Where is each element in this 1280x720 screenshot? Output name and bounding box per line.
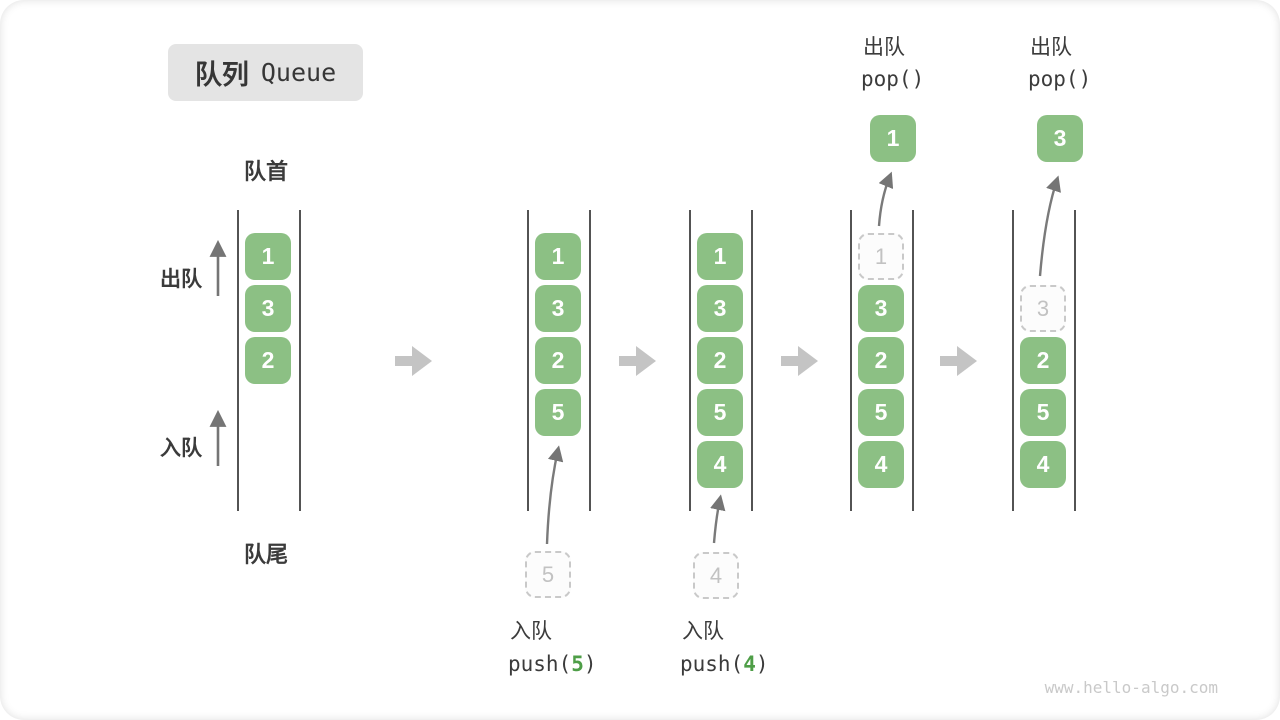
q3-op-code: push(4) bbox=[680, 652, 769, 676]
q2-op-label: 入队 bbox=[510, 620, 552, 643]
title-badge: 队列 Queue bbox=[168, 44, 363, 101]
enqueue-4-arrow-icon bbox=[710, 494, 726, 544]
watermark: www.hello-algo.com bbox=[1044, 678, 1218, 697]
enqueue-5-arrow-icon bbox=[545, 445, 564, 545]
label-queue-rear: 队尾 bbox=[243, 542, 288, 567]
q2-item: 2 bbox=[535, 337, 581, 384]
code-arg: 5 bbox=[571, 652, 584, 676]
q4-item: 2 bbox=[858, 337, 904, 384]
q1-item: 1 bbox=[245, 233, 291, 280]
code-text: ) bbox=[755, 652, 769, 676]
q3-item: 3 bbox=[697, 285, 743, 332]
code-text: push( bbox=[680, 652, 744, 676]
q2-right-rail bbox=[589, 210, 591, 511]
q4-item: 3 bbox=[858, 285, 904, 332]
code-arg: 4 bbox=[743, 652, 756, 676]
step-arrow-icon bbox=[395, 346, 432, 376]
step-arrow-icon bbox=[781, 346, 818, 376]
q3-item: 4 bbox=[697, 441, 743, 488]
q5-removed-item: 3 bbox=[1020, 285, 1066, 332]
q4-op-label: 出队 bbox=[863, 36, 905, 59]
dequeue-3-arrow-icon bbox=[1038, 175, 1061, 277]
q2-item: 5 bbox=[535, 389, 581, 436]
q4-item: 5 bbox=[858, 389, 904, 436]
q4-op-code: pop() bbox=[861, 67, 925, 91]
code-text: push( bbox=[508, 652, 572, 676]
q2-item: 1 bbox=[535, 233, 581, 280]
code-text: ) bbox=[583, 652, 597, 676]
q2-incoming-item: 5 bbox=[525, 551, 571, 598]
label-enqueue: 入队 bbox=[160, 437, 202, 460]
title-zh: 队列 bbox=[194, 60, 249, 90]
q5-op-code: pop() bbox=[1028, 67, 1092, 91]
q2-item: 3 bbox=[535, 285, 581, 332]
q4-right-rail bbox=[912, 210, 914, 511]
q2-op-code: push(5) bbox=[508, 652, 597, 676]
q4-popped-item: 1 bbox=[870, 115, 916, 162]
q3-left-rail bbox=[689, 210, 691, 511]
q4-removed-item: 1 bbox=[858, 233, 904, 280]
q5-popped-item: 3 bbox=[1037, 115, 1083, 162]
q3-item: 5 bbox=[697, 389, 743, 436]
dequeue-1-arrow-icon bbox=[877, 171, 894, 227]
q3-item: 1 bbox=[697, 233, 743, 280]
q5-item: 4 bbox=[1020, 441, 1066, 488]
step-arrow-icon bbox=[940, 346, 977, 376]
q1-right-rail bbox=[299, 210, 301, 511]
q5-op-label: 出队 bbox=[1030, 36, 1072, 59]
step-arrow-icon bbox=[619, 346, 656, 376]
q5-item: 5 bbox=[1020, 389, 1066, 436]
label-dequeue: 出队 bbox=[160, 268, 202, 291]
q5-left-rail bbox=[1012, 210, 1014, 511]
q1-item: 2 bbox=[245, 337, 291, 384]
q4-item: 4 bbox=[858, 441, 904, 488]
q3-incoming-item: 4 bbox=[693, 552, 739, 599]
q5-right-rail bbox=[1074, 210, 1076, 511]
q3-right-rail bbox=[751, 210, 753, 511]
q3-item: 2 bbox=[697, 337, 743, 384]
title-en: Queue bbox=[260, 58, 337, 87]
q4-left-rail bbox=[850, 210, 852, 511]
q5-item: 2 bbox=[1020, 337, 1066, 384]
q3-op-label: 入队 bbox=[682, 620, 724, 643]
label-queue-front: 队首 bbox=[243, 159, 288, 184]
q1-left-rail bbox=[237, 210, 239, 511]
q2-left-rail bbox=[527, 210, 529, 511]
q1-item: 3 bbox=[245, 285, 291, 332]
